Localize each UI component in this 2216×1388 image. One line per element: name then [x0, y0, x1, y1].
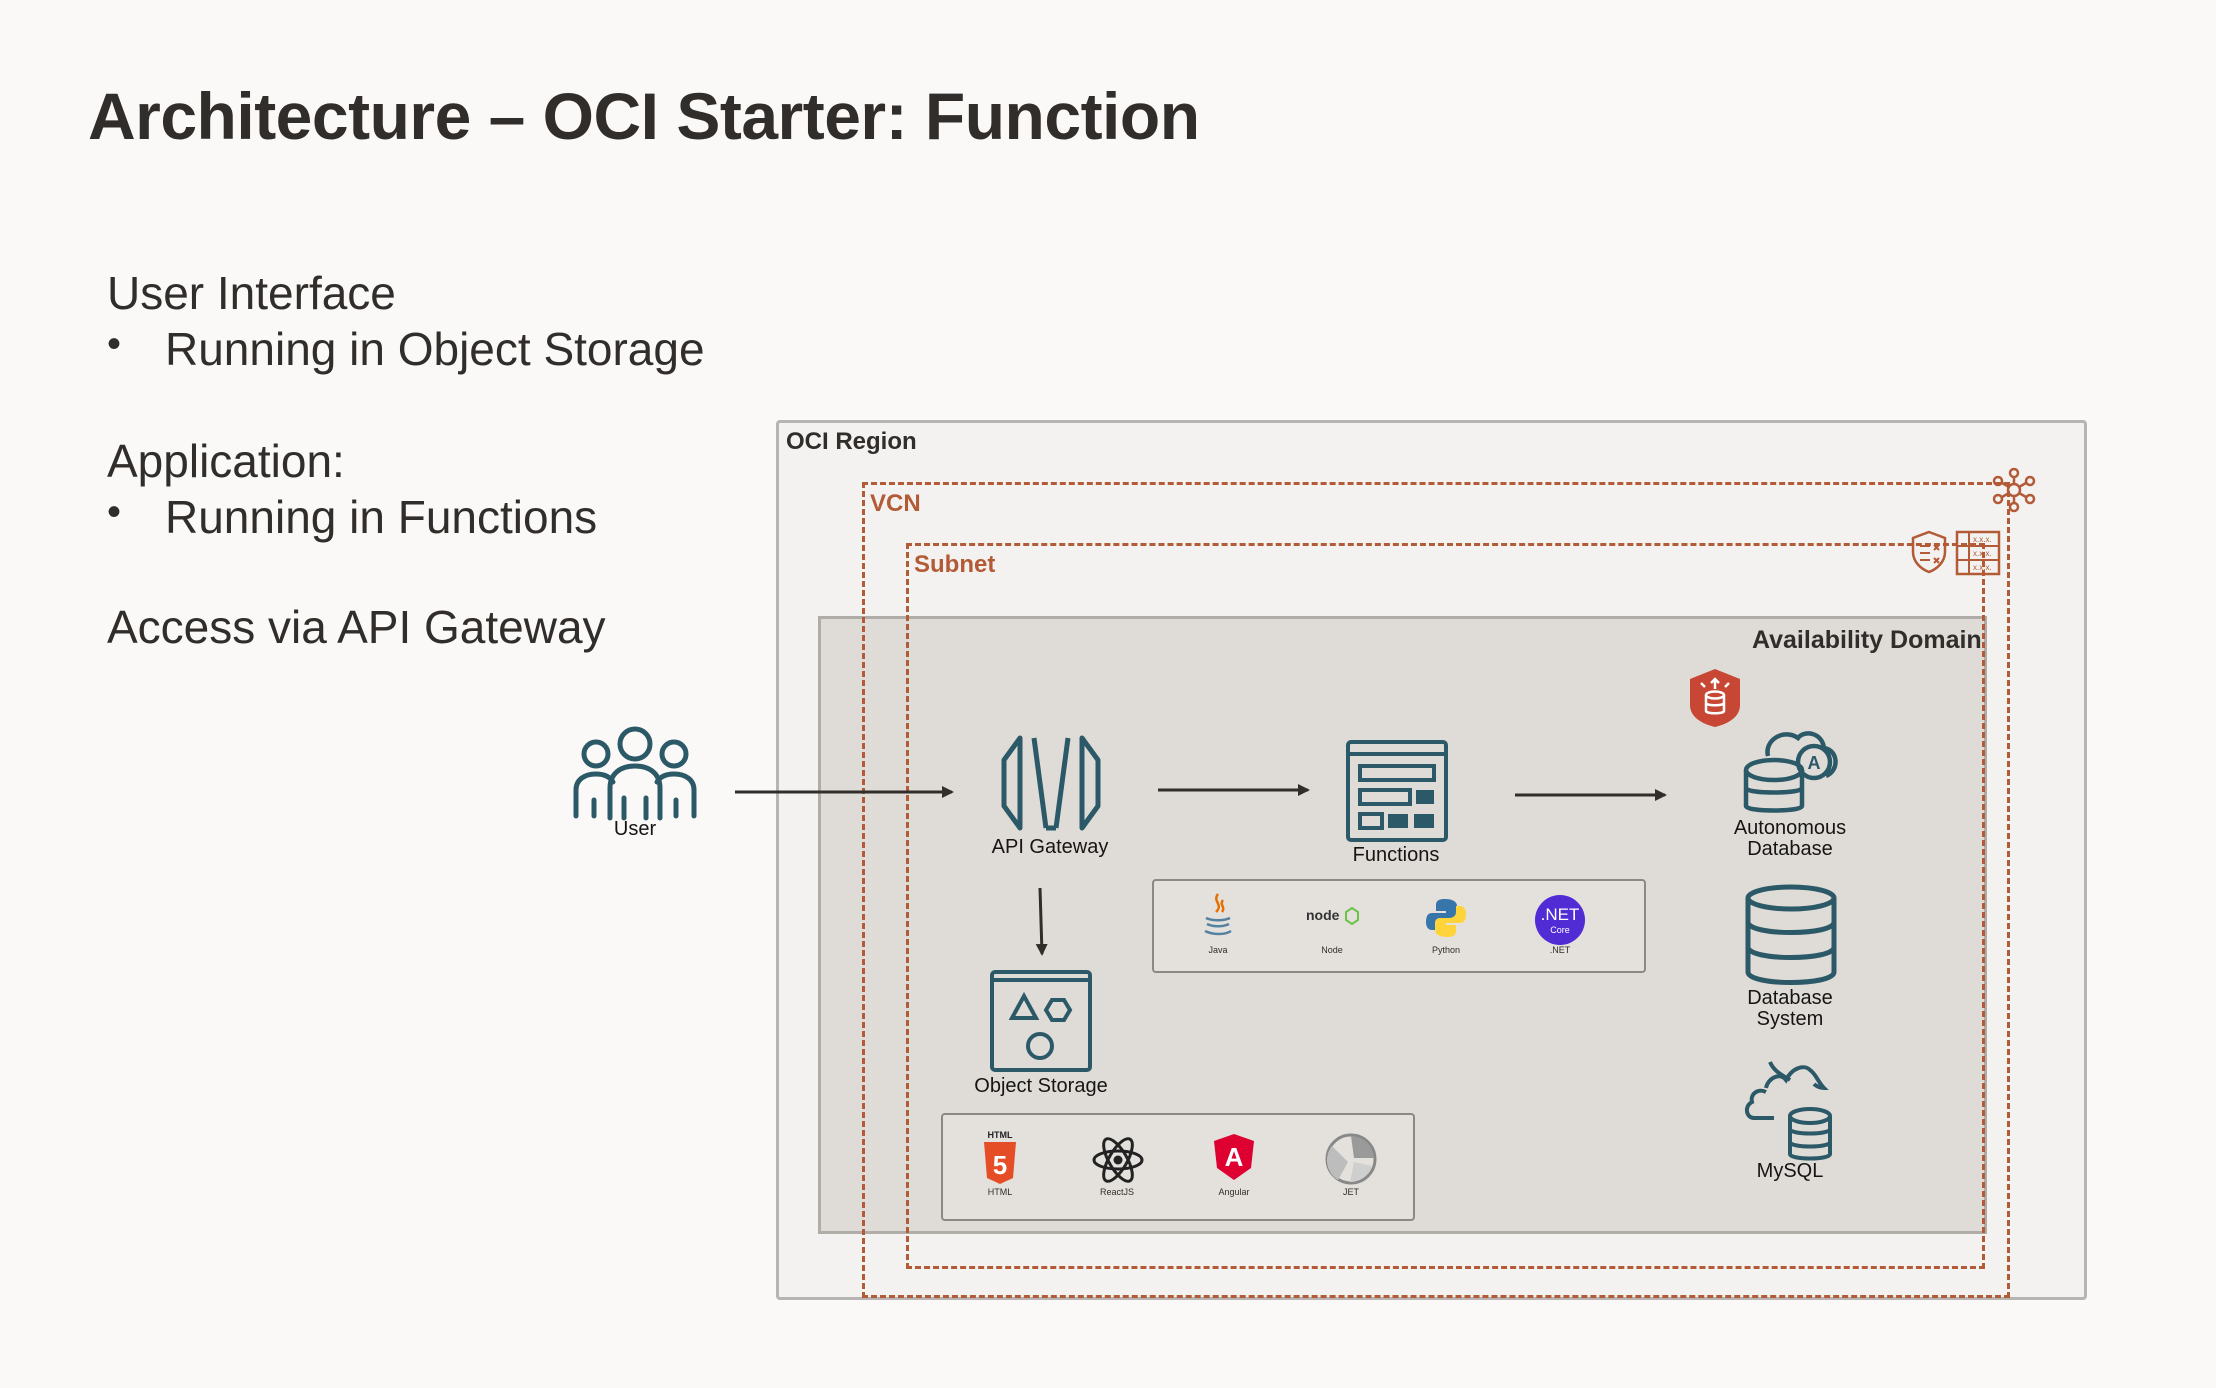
reactjs-icon	[1092, 1137, 1144, 1183]
route-table-icon: x.x.x. x.x.x. x.x.x.	[1955, 530, 2001, 576]
ui-heading: User Interface	[107, 267, 396, 319]
user-icon	[573, 726, 697, 821]
python-icon	[1426, 899, 1466, 937]
database-system-label-line1: Database	[1747, 987, 1833, 1009]
vcn-box	[862, 482, 2010, 1298]
vcn-icon	[1992, 467, 2036, 513]
dotnet-icon: .NET Core	[1535, 895, 1585, 945]
dotnet-label: .NET	[1549, 945, 1571, 955]
functions-label: Functions	[1352, 844, 1440, 866]
python-label: Python	[1431, 945, 1461, 955]
mysql-icon	[1745, 1061, 1832, 1161]
database-system-label-line2: System	[1756, 1008, 1824, 1030]
reactjs-label: ReactJS	[1099, 1187, 1134, 1197]
subnet-label: Subnet	[914, 551, 996, 578]
adb-letter: A	[1808, 753, 1821, 773]
jet-label: JET	[1342, 1187, 1359, 1197]
page-title: Architecture – OCI Starter: Function	[88, 79, 1200, 153]
autonomous-database-label-line2: Database	[1747, 838, 1833, 860]
arrow-gateway-to-object-storage	[1035, 887, 1048, 956]
angular-icon: A	[1214, 1134, 1254, 1180]
ui-item: Running in Object Storage	[165, 323, 705, 375]
database-system-icon	[1745, 884, 1837, 985]
bullet-dot: •	[107, 490, 122, 534]
html-label: HTML	[987, 1187, 1013, 1197]
node-logo-text: node	[1306, 907, 1340, 923]
database-badge-icon	[1690, 669, 1740, 727]
jet-icon	[1325, 1133, 1377, 1185]
dotnet-logo-text: .NET	[1541, 905, 1580, 924]
availability-domain-label: Availability Domain	[1752, 626, 1982, 654]
angular-letter: A	[1225, 1142, 1244, 1172]
html5-digit: 5	[993, 1150, 1007, 1180]
mysql-label: MySQL	[1756, 1160, 1824, 1182]
java-label: Java	[1208, 945, 1228, 955]
dotnet-logo-sub: Core	[1550, 925, 1570, 935]
autonomous-database-icon: A	[1743, 731, 1838, 813]
route-table-text: x.x.x.	[1973, 535, 1992, 544]
autonomous-database-label-line1: Autonomous	[1733, 817, 1847, 839]
object-storage-icon	[990, 970, 1092, 1072]
route-table-text: x.x.x.	[1973, 549, 1992, 558]
java-icon	[1204, 893, 1232, 936]
vcn-label: VCN	[870, 490, 921, 517]
access-text: Access via API Gateway	[107, 601, 606, 653]
object-storage-label: Object Storage	[974, 1075, 1108, 1097]
app-item: Running in Functions	[165, 491, 598, 543]
functions-icon	[1346, 740, 1448, 842]
user-label: User	[613, 818, 657, 840]
oci-region-label: OCI Region	[786, 428, 917, 455]
node-label: Node	[1321, 945, 1343, 955]
subnet-box	[906, 543, 1985, 1269]
html5-icon: HTML 5	[984, 1130, 1016, 1184]
api-gateway-icon	[1001, 735, 1101, 831]
bullet-dot: •	[107, 322, 122, 366]
angular-label: Angular	[1218, 1187, 1250, 1197]
html5-logo-text: HTML	[988, 1130, 1013, 1140]
node-icon: node	[1306, 906, 1359, 926]
security-list-icon	[1911, 530, 1947, 574]
app-heading: Application:	[107, 435, 345, 487]
route-table-text: x.x.x.	[1973, 563, 1992, 572]
api-gateway-label: API Gateway	[991, 836, 1109, 858]
